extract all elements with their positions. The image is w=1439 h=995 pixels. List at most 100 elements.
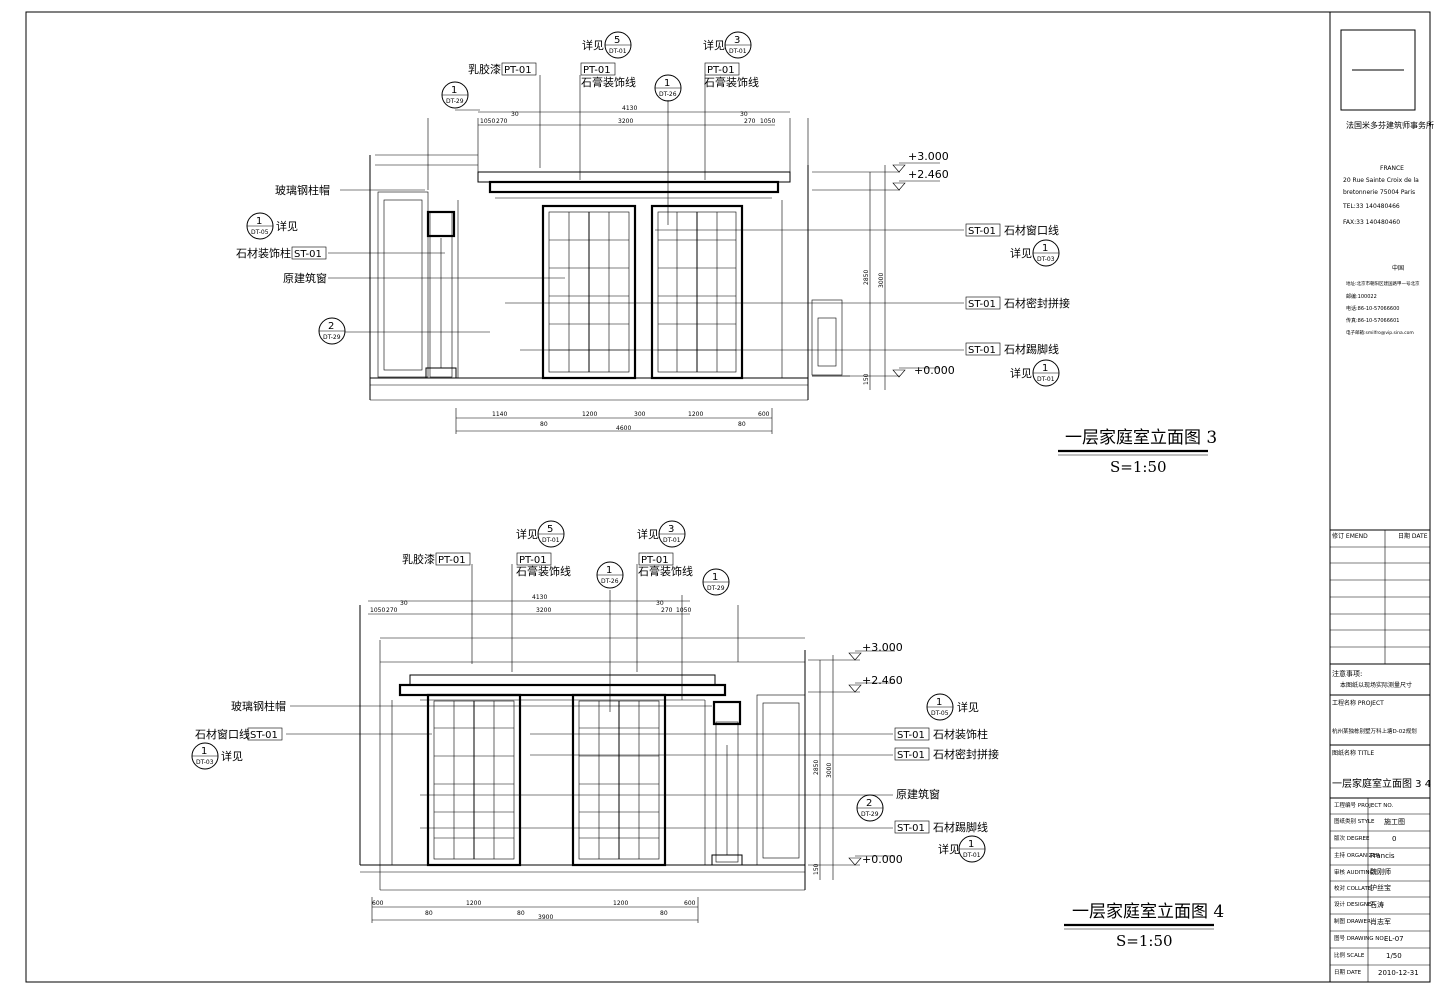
- svg-text:1: 1: [256, 216, 262, 227]
- elevation-3-window-left: [541, 204, 637, 380]
- notes-text: 本图纸以现场实际测量尺寸: [1340, 681, 1412, 689]
- svg-text:设计 DESIGNER: 设计 DESIGNER: [1334, 900, 1375, 908]
- label-seal: 石材密封拼接: [1004, 296, 1070, 310]
- elevation-4-window-right: [571, 693, 667, 867]
- title-block: 法国米多芬建筑师事务所 FRANCE 20 Rue Sainte Croix d…: [1330, 29, 1434, 982]
- svg-text:石涛: 石涛: [1370, 900, 1384, 909]
- label-win-line: 石材窗口线: [1004, 223, 1059, 237]
- svg-text:5: 5: [614, 35, 620, 46]
- svg-text:DT-01: DT-01: [609, 48, 627, 55]
- elevation-3-structure: [369, 118, 850, 401]
- drawing-title: 一层家庭室立面图 3 4: [1332, 777, 1431, 790]
- detail-bubble: 3DT-01: [724, 31, 752, 59]
- level-floor: +0.000: [914, 364, 955, 377]
- svg-text:制图 DRAWER: 制图 DRAWER: [1334, 917, 1371, 925]
- dim-bottom-a: 1140: [492, 411, 507, 418]
- label-see-e: 详见: [1010, 366, 1032, 380]
- label-skirt: 石材踢脚线: [933, 820, 988, 834]
- address-line: bretonnerie 75004 Paris: [1343, 189, 1415, 196]
- label-latex-paint: 乳胶漆: [468, 62, 501, 76]
- dim-vert-b: 3000: [878, 273, 885, 288]
- elevation-4-dims-bottom: 600 80 1200 80 1200 80 600 3900: [371, 897, 699, 923]
- label-stone-column: 石材装饰柱: [933, 727, 988, 741]
- svg-text:3: 3: [734, 35, 740, 46]
- tag-stone-column: ST-01: [897, 730, 925, 741]
- dim-top-c: 30: [511, 111, 519, 118]
- svg-text:图号 DRAWING NO.: 图号 DRAWING NO.: [1334, 934, 1385, 942]
- svg-text:1/50: 1/50: [1386, 952, 1402, 960]
- svg-text:2: 2: [866, 798, 872, 809]
- detail-bubble: 1DT-01: [958, 835, 986, 863]
- dim-top-total: 4130: [622, 105, 637, 112]
- svg-text:DT-29: DT-29: [707, 585, 725, 592]
- dim-top-c: 30: [400, 600, 408, 607]
- label-skirt: 石材踢脚线: [1004, 342, 1059, 356]
- detail-bubble: 1DT-29: [702, 568, 730, 596]
- elevation-3-dims-top: 4130 3200 1050 270 30 30 270 1050: [478, 105, 790, 126]
- label-plaster-a: 石膏装饰线: [516, 564, 571, 578]
- elevation-4-dims-vertical: 2850 3000 150 +3.000 +2.460 +0.000: [808, 641, 903, 880]
- svg-text:1: 1: [201, 746, 207, 757]
- dim-vert-c: 150: [863, 373, 870, 385]
- china-line: 电话:86-10-57066600: [1346, 305, 1399, 312]
- label-plaster-a: 石膏装饰线: [581, 75, 636, 89]
- dim-bottom-g: 600: [758, 411, 770, 418]
- dim-top-a: 1050: [370, 607, 385, 614]
- svg-text:5: 5: [547, 524, 553, 535]
- svg-text:DT-01: DT-01: [663, 537, 681, 544]
- dim-bottom-b: 80: [540, 421, 548, 428]
- field-row: 工程编号 PROJECT NO.: [1330, 801, 1430, 815]
- detail-bubble: 1DT-05: [246, 212, 274, 240]
- dim-top-d: 30: [656, 600, 664, 607]
- elevation-4-dims-top: 4130 3200 1050 270 30 30 270 1050: [368, 594, 691, 615]
- label-glass-cap: 玻璃钢柱帽: [275, 183, 330, 197]
- svg-text:DT-01: DT-01: [729, 48, 747, 55]
- svg-text:工程编号 PROJECT NO.: 工程编号 PROJECT NO.: [1334, 801, 1393, 809]
- dim-bottom-c: 1200: [582, 411, 597, 418]
- tag-stone-column: ST-01: [294, 249, 322, 260]
- svg-text:审核 AUDITING: 审核 AUDITING: [1334, 868, 1374, 876]
- tag-plaster-a: PT-01: [583, 65, 611, 76]
- elevation-4-structure: [359, 605, 806, 891]
- date-header: 日期 DATE: [1398, 532, 1428, 540]
- dim-vert-a: 2850: [863, 270, 870, 285]
- dim-top-a: 1050: [480, 118, 495, 125]
- dim-bottom-c: 1200: [466, 900, 481, 907]
- elevation-4-window-left: [426, 693, 522, 867]
- svg-text:DT-01: DT-01: [963, 852, 981, 859]
- dim-top-e: 270: [744, 118, 756, 125]
- level-top: +3.000: [908, 150, 949, 163]
- tag-plaster-a: PT-01: [519, 555, 547, 566]
- detail-bubble: 1DT-05: [926, 693, 954, 721]
- elevation-3-bubbles: 5DT-01 3DT-01 1DT-29 1DT-26 1DT-05 2DT-2…: [246, 31, 1060, 387]
- svg-text:校对 COLLATE: 校对 COLLATE: [1334, 884, 1372, 892]
- dim-bottom-d: 80: [517, 910, 525, 917]
- svg-text:魏刚师: 魏刚师: [1370, 867, 1391, 876]
- tag-latex: PT-01: [438, 555, 466, 566]
- detail-bubble: 1DT-01: [1032, 359, 1060, 387]
- tag-skirt: ST-01: [968, 345, 996, 356]
- svg-text:版次 DEGREE: 版次 DEGREE: [1334, 834, 1370, 842]
- dim-bottom-d: 300: [634, 411, 646, 418]
- svg-text:DT-29: DT-29: [861, 811, 879, 818]
- elevation-4-bubbles: 5DT-01 3DT-01 1DT-26 1DT-29 1DT-05 1DT-0…: [191, 520, 986, 863]
- label-see-e: 详见: [938, 842, 960, 856]
- label-glass-cap: 玻璃钢柱帽: [231, 699, 286, 713]
- svg-text:1: 1: [451, 85, 457, 96]
- project-name: 杭州某独栋别墅万科上塘D-02规划: [1332, 727, 1417, 735]
- tag-plaster-b: PT-01: [707, 65, 735, 76]
- notes-label: 注意事项:: [1332, 669, 1362, 678]
- dim-top-inner: 3200: [536, 607, 551, 614]
- elevation-4-scale: S=1:50: [1116, 932, 1173, 950]
- svg-text:EL-07: EL-07: [1384, 935, 1404, 943]
- svg-text:DT-01: DT-01: [1037, 376, 1055, 383]
- label-stone-column: 石材装饰柱: [236, 246, 291, 260]
- label-see-c: 详见: [276, 219, 298, 233]
- tag-skirt: ST-01: [897, 823, 925, 834]
- svg-text:1: 1: [606, 565, 612, 576]
- elevation-3-scale: S=1:50: [1110, 458, 1167, 476]
- svg-text:护丝宝: 护丝宝: [1370, 883, 1391, 892]
